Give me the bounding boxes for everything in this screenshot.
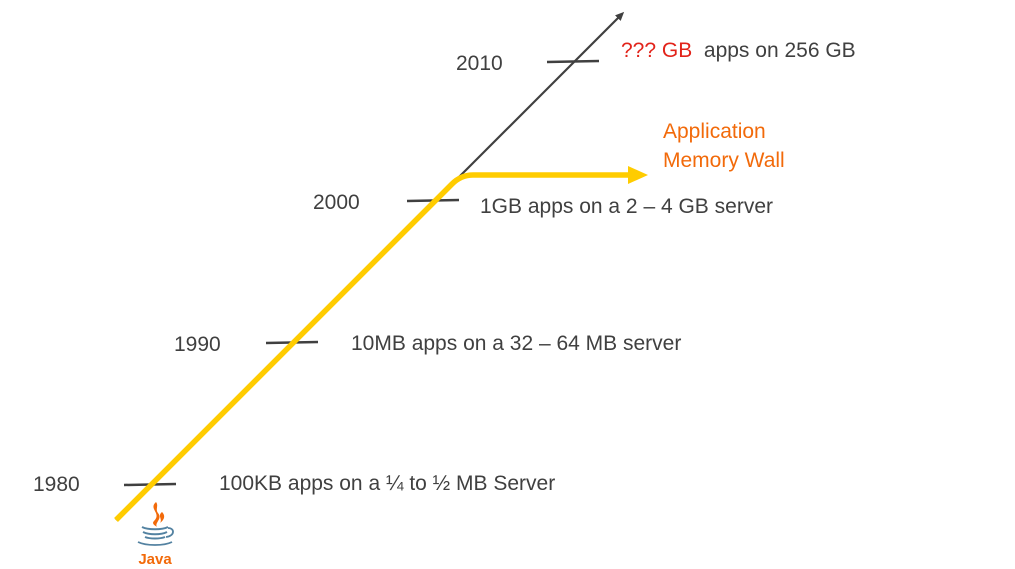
wall-label-line1: Application (663, 120, 766, 143)
milestone-2010: ??? GB apps on 256 GB (621, 40, 856, 61)
memory-wall-arrowhead (628, 166, 648, 184)
milestone-2010-text: apps on 256 GB (703, 39, 856, 62)
tick-2010 (546, 59, 600, 64)
year-label-2000: 2000 (313, 191, 360, 214)
year-label-1990: 1990 (174, 333, 221, 356)
unknown-size-highlight: ??? GB (621, 39, 693, 62)
milestone-1990: 10MB apps on a 32 – 64 MB server (351, 332, 682, 355)
application-memory-wall-label: Application Memory Wall (663, 117, 785, 175)
memory-wall-trend-line (114, 172, 629, 522)
milestone-2000: 1GB apps on a 2 – 4 GB server (480, 195, 773, 218)
java-logo-text: Java (138, 551, 172, 568)
wall-label-line2: Memory Wall (663, 149, 785, 172)
year-label-1980: 1980 (33, 473, 80, 496)
java-logo-icon: Java (137, 502, 174, 568)
milestone-1980: 100KB apps on a ¼ to ½ MB Server (219, 472, 556, 495)
year-label-2010: 2010 (456, 52, 503, 75)
